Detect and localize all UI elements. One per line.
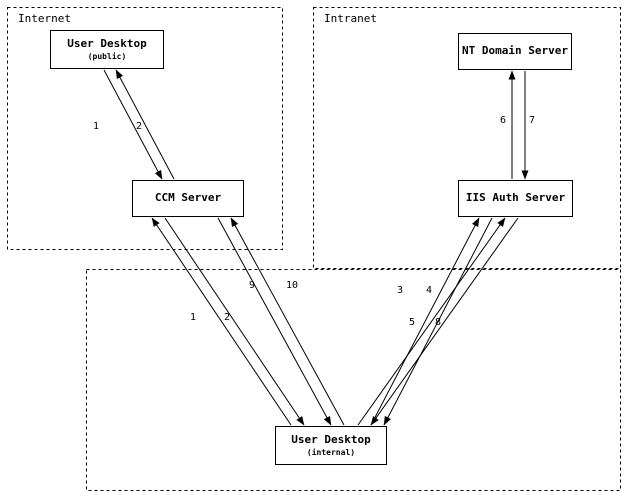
edge-step-label-edge-2-ccm-to-public: 2 (136, 121, 143, 132)
node-title-ccm-server: CCM Server (154, 191, 222, 205)
node-subtitle-user-desktop-public: (public) (87, 51, 127, 61)
edge-step-label-edge-1b-internal-to-ccm: 1 (190, 312, 197, 323)
zone-boundaries (7, 7, 621, 491)
zone-boundary-intranet (313, 7, 621, 269)
edge-edge-1-public-to-ccm (103, 69, 163, 180)
edge-edge-9-ccm-to-internal (217, 217, 332, 426)
zone-boundary-internal (86, 269, 621, 491)
node-nt-domain-server[interactable]: NT Domain Server (458, 33, 572, 70)
edge-edge-1b-internal-to-ccm (151, 217, 292, 426)
edge-step-label-edge-5-internal-to-iis: 5 (409, 317, 416, 328)
edge-step-label-edge-3-internal-to-iis: 3 (397, 285, 404, 296)
edge-step-label-edge-6-iis-to-nt: 6 (500, 115, 507, 126)
edge-step-label-edge-1-public-to-ccm: 1 (93, 121, 100, 132)
zone-label-intranet: Intranet (324, 12, 377, 25)
edge-edge-3-internal-to-iis (370, 217, 480, 426)
edge-step-label-edge-2b-ccm-to-internal: 2 (224, 312, 231, 323)
node-title-user-desktop-internal: User Desktop (291, 433, 371, 447)
edge-edge-10-internal-to-ccm (230, 217, 345, 426)
edge-step-label-edge-7-nt-to-iis: 7 (529, 115, 536, 126)
zone-boundary-internet (7, 7, 283, 250)
node-subtitle-user-desktop-internal: (internal) (306, 447, 356, 457)
edge-step-label-edge-9-ccm-to-internal: 9 (249, 280, 256, 291)
edge-step-label-edge-10-internal-to-ccm: 10 (286, 280, 299, 291)
node-iis-auth-server[interactable]: IIS Auth Server (458, 180, 573, 217)
edge-edge-2-ccm-to-public (115, 69, 175, 180)
zone-label-internet: Internet (18, 12, 71, 25)
node-title-iis-auth-server: IIS Auth Server (465, 191, 566, 205)
edge-lines (103, 69, 529, 426)
edge-edge-5-internal-to-iis (357, 217, 506, 426)
edge-edge-4-iis-to-internal (383, 217, 493, 426)
edge-step-label-edge-4-iis-to-internal: 4 (426, 285, 433, 296)
edge-step-label-edge-8-iis-to-internal: 8 (435, 317, 442, 328)
node-user-desktop-public[interactable]: User Desktop(public) (50, 30, 164, 69)
node-title-nt-domain-server: NT Domain Server (462, 44, 568, 58)
node-user-desktop-internal[interactable]: User Desktop(internal) (275, 426, 387, 465)
node-ccm-server[interactable]: CCM Server (132, 180, 244, 217)
node-title-user-desktop-public: User Desktop (67, 37, 147, 51)
edge-edge-2b-ccm-to-internal (164, 217, 305, 426)
edge-edge-8-iis-to-internal (370, 217, 519, 426)
